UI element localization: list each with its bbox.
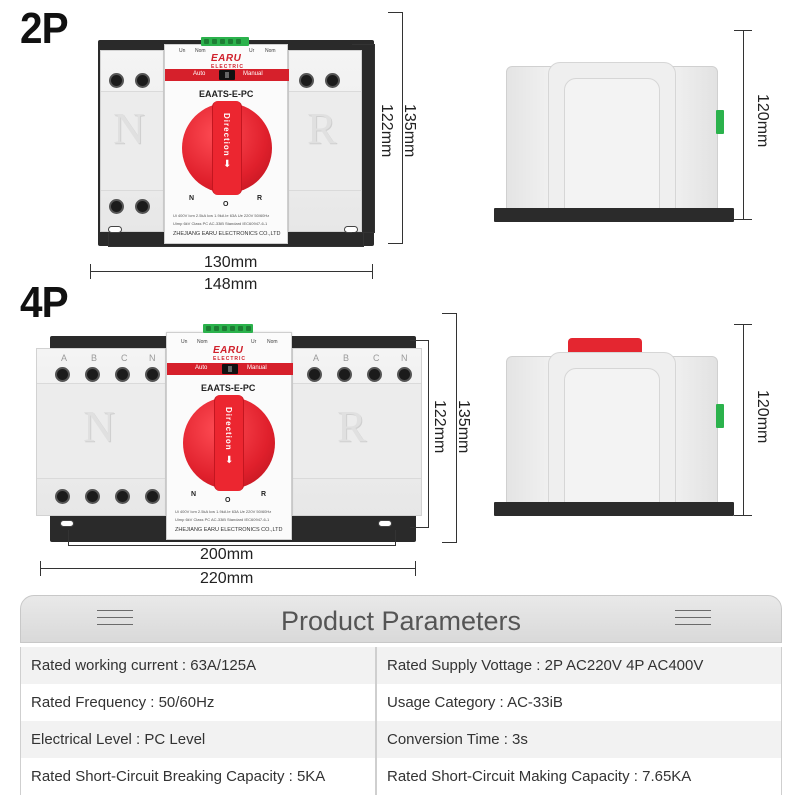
label-4p: 4P (20, 278, 69, 327)
params-header: Product Parameters (20, 595, 782, 643)
dim-4p-height-outer: 135mm (455, 400, 472, 454)
menu-lines-icon (97, 610, 133, 631)
module-right: R A B C N (292, 348, 422, 516)
module-left: N (100, 50, 164, 232)
model-name: EAATS-E-PC (199, 89, 254, 99)
mode-switch[interactable] (219, 70, 235, 80)
dim-4p-height-inner: 122mm (431, 400, 448, 454)
direction-knob[interactable]: Direction ⬇ (183, 395, 275, 491)
dim-2p-width-outer: 148mm (204, 276, 258, 293)
table-row: Rated working current : 63A/125A Rated S… (20, 647, 782, 684)
model-name: EAATS-E-PC (201, 383, 256, 393)
dim-4p-depth: 120mm (754, 390, 771, 444)
glyph-n: N (113, 104, 145, 153)
mode-switch[interactable] (222, 364, 238, 374)
glyph-r: R (307, 104, 337, 153)
direction-knob[interactable]: Direction ⬇ (182, 101, 272, 195)
side-view-4p (494, 336, 734, 520)
side-view-2p (494, 56, 734, 226)
product-parameters-table: Product Parameters Rated working current… (20, 595, 782, 800)
dim-4p-width-inner: 200mm (200, 546, 254, 563)
label-2p: 2P (20, 4, 69, 53)
table-row: Rated Frequency : 50/60Hz Usage Category… (20, 684, 782, 721)
menu-lines-icon (675, 610, 711, 631)
params-title: Product Parameters (280, 606, 522, 636)
glyph-r: R (337, 402, 367, 451)
dim-4p-width-outer: 220mm (200, 570, 254, 587)
module-right: R (288, 50, 362, 232)
glyph-n: N (83, 402, 115, 451)
table-row: Rated Short-Circuit Breaking Capacity : … (20, 758, 782, 795)
dim-2p-width-inner: 130mm (204, 254, 258, 271)
table-row: Electrical Level : PC Level Conversion T… (20, 721, 782, 758)
dim-2p-height-outer: 135mm (401, 104, 418, 158)
module-left: N A B C N (36, 348, 166, 516)
dim-2p-height-inner: 122mm (378, 104, 395, 158)
dim-2p-depth: 120mm (754, 94, 771, 148)
